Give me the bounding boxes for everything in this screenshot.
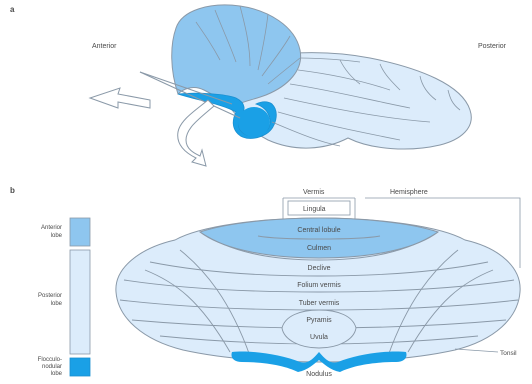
header-vermis: Vermis (303, 189, 325, 196)
lobe-legend (69, 217, 91, 377)
label-uvula: Uvula (310, 334, 328, 341)
arrow-left-icon (88, 87, 151, 109)
legend-flocc-line3: lobe (51, 371, 63, 377)
label-posterior: Posterior (478, 43, 507, 50)
legend-posterior-line2: lobe (51, 301, 63, 307)
label-tuber-vermis: Tuber vermis (299, 300, 340, 307)
panel-a: a (10, 4, 507, 167)
legend-anterior-swatch (69, 217, 91, 247)
lobule-dividers (119, 231, 519, 357)
label-culmen: Culmen (307, 245, 331, 252)
uvula-region (281, 309, 357, 349)
legend-anterior-line1: Anterior (41, 225, 62, 231)
label-folium-vermis: Folium vermis (297, 282, 341, 289)
brainstem-outline (139, 71, 241, 119)
legend-anterior-line2: lobe (51, 233, 63, 239)
label-declive: Declive (308, 265, 331, 272)
panel-b-letter: b (10, 186, 15, 195)
arrow-down-icon (177, 99, 215, 167)
header-hemisphere: Hemisphere (390, 189, 428, 196)
tonsil-pointer (454, 348, 499, 353)
label-pyramis: Pyramis (306, 317, 332, 324)
lingula-box (287, 200, 351, 216)
label-tonsil: Tonsil (500, 350, 517, 357)
legend-posterior-line1: Posterior (38, 293, 62, 299)
label-nodulus: Nodulus (306, 371, 332, 378)
panel-b: b Vermis Hemisphere Lingula (10, 186, 521, 378)
nodulus-sagittal (238, 107, 270, 137)
folia-lines-sagittal (195, 5, 461, 147)
flocculonodular-lobe-body (231, 351, 407, 372)
legend-flocc-line2: nodular (42, 364, 62, 370)
panel-a-letter: a (10, 5, 15, 14)
legend-posterior-swatch (69, 249, 91, 355)
legend-flocc-line1: Flocculo- (38, 357, 62, 363)
lobule-labels: Central lobule Culmen Declive Folium ver… (297, 227, 341, 378)
anterior-lobe-sagittal (171, 4, 302, 109)
legend-labels: Anterior lobe Posterior lobe Flocculo- n… (38, 225, 63, 377)
header-brackets (282, 197, 521, 268)
label-central-lobule: Central lobule (297, 227, 340, 234)
legend-flocculonodular-swatch (69, 357, 91, 377)
label-lingula: Lingula (303, 206, 326, 213)
label-anterior: Anterior (92, 43, 117, 50)
